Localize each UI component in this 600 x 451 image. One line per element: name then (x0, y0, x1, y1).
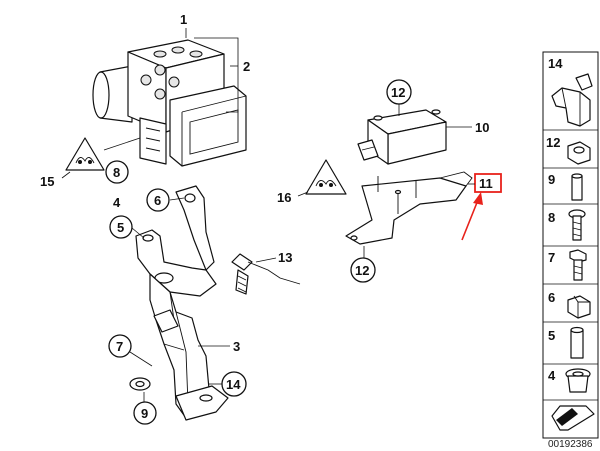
warning-triangle-icon-15 (61, 137, 141, 179)
callout-10: 10 (475, 120, 489, 135)
red-arrow-icon (461, 192, 483, 241)
callout-4: 4 (113, 195, 121, 210)
svg-text:8: 8 (548, 210, 555, 225)
callout-16: 16 (277, 190, 291, 205)
svg-text:9: 9 (548, 172, 555, 187)
mounting-plate-part-11[interactable] (345, 171, 473, 258)
callout-12-top: 12 (391, 85, 405, 100)
svg-text:5: 5 (548, 328, 555, 343)
callout-13: 13 (278, 250, 292, 265)
callout-7: 7 (116, 339, 123, 354)
sidebar-item-8[interactable]: 8 (548, 209, 586, 241)
sidebar-item-9[interactable]: 9 (548, 172, 583, 201)
callout-9: 9 (141, 406, 148, 421)
callout-6: 6 (154, 193, 161, 208)
callout-3: 3 (233, 339, 240, 354)
callout-bubble-12-bottom[interactable]: 12 (350, 257, 376, 283)
sidebar-item-5[interactable]: 5 (548, 326, 584, 359)
callout-bubble-8[interactable]: 8 (105, 160, 129, 184)
washer-part-9[interactable] (129, 377, 151, 391)
sidebar-item-4[interactable]: 4 (548, 368, 591, 393)
callout-bubble-5[interactable]: 5 (109, 215, 133, 239)
callout-8: 8 (113, 165, 120, 180)
callout-1: 1 (180, 12, 187, 27)
sensor-cable-part-13[interactable] (231, 253, 301, 295)
callout-15: 15 (40, 174, 54, 189)
callout-bubble-14[interactable]: 14 (221, 371, 247, 397)
callout-12-bottom: 12 (355, 263, 369, 278)
svg-text:6: 6 (548, 290, 555, 305)
callout-2: 2 (243, 59, 250, 74)
sidebar-item-6[interactable]: 6 (548, 290, 591, 319)
callout-5: 5 (117, 220, 124, 235)
sidebar-item-12[interactable]: 12 (546, 135, 591, 165)
callout-11: 11 (479, 176, 493, 191)
mounting-bracket[interactable] (135, 185, 229, 421)
svg-text:12: 12 (546, 135, 560, 150)
sidebar-item-7[interactable]: 7 (548, 249, 587, 281)
abs-hydraulic-unit[interactable] (92, 39, 247, 167)
leader-lines-abs (185, 28, 239, 113)
svg-text:4: 4 (548, 368, 556, 383)
svg-text:14: 14 (548, 56, 563, 71)
sidebar-item-14[interactable]: 14 (548, 56, 593, 127)
highlight-box (474, 173, 502, 193)
leader-lines-bracket (129, 197, 230, 402)
callout-14: 14 (226, 377, 241, 392)
callout-bubble-9[interactable]: 9 (133, 401, 157, 425)
highlight-callout-11[interactable]: 11 (468, 173, 502, 193)
callout-bubble-6[interactable]: 6 (146, 188, 170, 212)
svg-text:7: 7 (548, 250, 555, 265)
callout-bubble-7[interactable]: 7 (108, 334, 132, 358)
control-unit-part-10[interactable] (357, 109, 472, 165)
catalog-number: 00192386 (548, 439, 593, 450)
warning-triangle-icon-16 (297, 159, 347, 197)
callout-bubble-12-top[interactable]: 12 (386, 79, 412, 116)
direction-arrow-icon (551, 405, 595, 431)
